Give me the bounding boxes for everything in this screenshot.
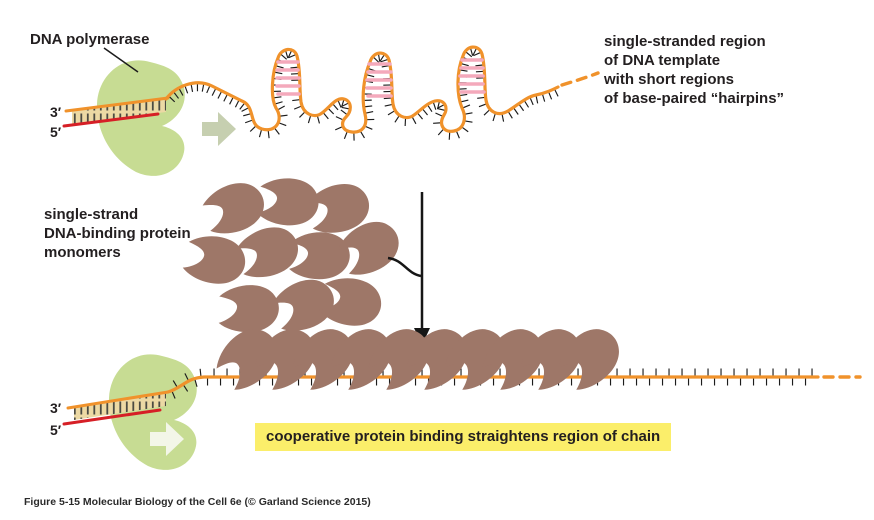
figure-caption: Figure 5-15 Molecular Biology of the Cel… [24, 496, 371, 508]
reaction-arrow [387, 192, 430, 345]
primer-template-duplex-top [62, 96, 170, 128]
protein-monomer [215, 281, 282, 336]
protein-monomer [234, 223, 303, 281]
three-prime-label-top: 3′ [50, 104, 62, 120]
cooperative-binding-callout: cooperative protein binding straightens … [255, 423, 672, 451]
ss-region-line-2: of DNA template [604, 52, 721, 69]
right-block-arrow-top [202, 112, 236, 146]
polymerase-pointer-line [103, 47, 139, 73]
ss-region-line-4: of base-paired “hairpins” [604, 90, 785, 107]
three-prime-label-bottom: 3′ [50, 400, 62, 416]
dna-polymerase-label: DNA polymerase [30, 31, 150, 48]
five-prime-label-top: 5′ [50, 124, 62, 140]
ss-region-line-1: single-stranded region [604, 33, 766, 50]
five-prime-label-bottom: 5′ [50, 422, 62, 438]
monomer-caption: single-strand DNA-binding protein monome… [44, 205, 191, 262]
right-block-arrow-bottom [150, 422, 184, 456]
monomer-line-2: DNA-binding protein [44, 225, 191, 242]
monomer-line-3: monomers [44, 244, 121, 261]
ss-region-caption: single-stranded region of DNA template w… [604, 32, 784, 108]
hairpin-rungs [275, 58, 486, 98]
monomer-cluster [178, 172, 407, 336]
monomer-line-1: single-strand [44, 206, 139, 223]
protein-monomer [199, 178, 269, 238]
dashed-template-end-top [560, 71, 600, 87]
arrow-branch-curve [387, 256, 422, 278]
ss-template-with-hairpins [164, 45, 600, 141]
ss-region-line-3: with short regions [604, 71, 735, 88]
primer-template-duplex-bottom [62, 390, 170, 426]
